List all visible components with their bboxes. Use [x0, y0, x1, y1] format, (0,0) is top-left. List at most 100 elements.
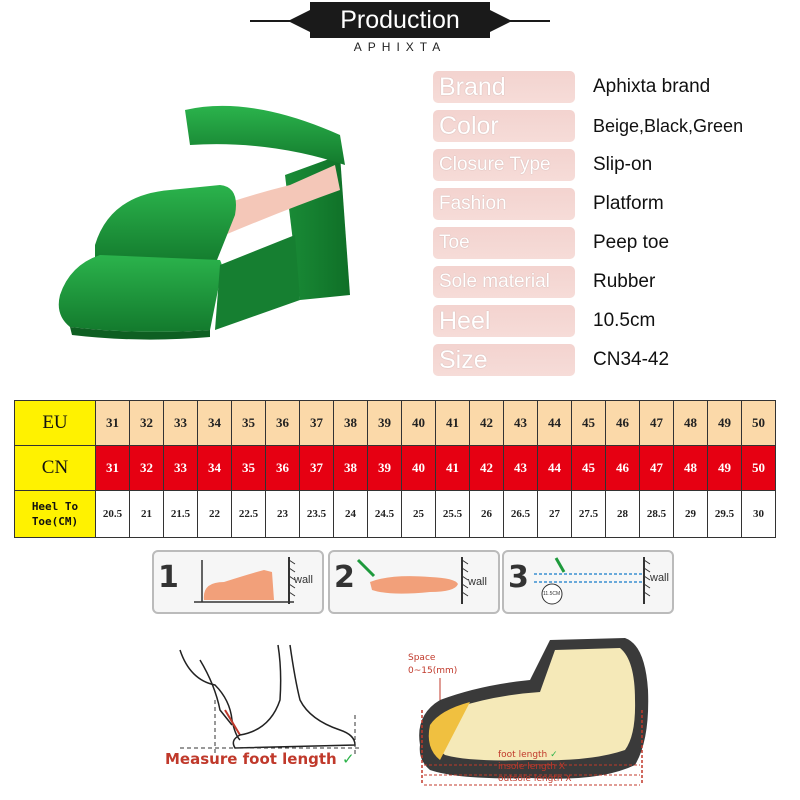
size-cell-cn: 43 [503, 445, 538, 491]
check-icon: ✓ [341, 750, 355, 768]
production-header: Production APHIXTA [0, 2, 800, 62]
size-cell-eu: 34 [197, 400, 232, 446]
insole-length-text: insole length [498, 762, 556, 772]
measure-foot-illustration [160, 640, 370, 780]
spec-row-toe: Toe Peep toe [433, 227, 793, 259]
spec-value: Peep toe [593, 232, 670, 253]
size-cell-cn: 45 [571, 445, 606, 491]
size-cell-heel_to_toe: 22 [197, 490, 232, 538]
spec-value: Platform [593, 193, 664, 214]
foot-length-text: foot length [498, 750, 548, 760]
size-cell-cn: 36 [265, 445, 300, 491]
size-cell-cn: 40 [401, 445, 436, 491]
spec-row-sole-material: Sole material Rubber [433, 266, 793, 298]
outsole-length-label: outsole length X [498, 774, 572, 784]
size-cell-heel_to_toe: 21 [129, 490, 164, 538]
step-2-foot-icon [356, 557, 469, 604]
step-1-foot-icon [194, 557, 296, 604]
size-cell-eu: 32 [129, 400, 164, 446]
heel-label-line-2: Toe(CM) [31, 515, 79, 528]
size-cell-heel_to_toe: 28.5 [639, 490, 674, 538]
wall-label: wall [468, 576, 487, 588]
size-cell-cn: 38 [333, 445, 368, 491]
size-cell-heel_to_toe: 26 [469, 490, 504, 538]
size-cell-heel_to_toe: 26.5 [503, 490, 538, 538]
size-cell-eu: 36 [265, 400, 300, 446]
measure-step-1: 1 wall [152, 550, 324, 614]
spec-label: Closure Type [433, 149, 575, 181]
size-cell-heel_to_toe: 23 [265, 490, 300, 538]
product-image-green-sandal [50, 95, 370, 355]
size-cell-heel_to_toe: 24 [333, 490, 368, 538]
header-subtitle: APHIXTA [353, 40, 447, 54]
step-number: 3 [508, 560, 529, 595]
spec-row-brand: Brand Aphixta brand [433, 71, 793, 103]
size-cell-cn: 31 [95, 445, 130, 491]
size-cell-heel_to_toe: 22.5 [231, 490, 266, 538]
insole-length-label: insole length X [498, 762, 565, 772]
size-cell-eu: 38 [333, 400, 368, 446]
size-cell-heel_to_toe: 20.5 [95, 490, 130, 538]
spec-label: Heel [433, 305, 575, 337]
size-cell-eu: 44 [537, 400, 572, 446]
size-cell-heel_to_toe: 29 [673, 490, 708, 538]
size-cell-cn: 44 [537, 445, 572, 491]
step-number: 1 [158, 560, 179, 595]
size-cell-heel_to_toe: 24.5 [367, 490, 402, 538]
size-cell-eu: 49 [707, 400, 742, 446]
size-cell-eu: 45 [571, 400, 606, 446]
size-cell-heel_to_toe: 27.5 [571, 490, 606, 538]
size-cell-eu: 37 [299, 400, 334, 446]
measure-step-2: 2 wall [328, 550, 500, 614]
size-cell-eu: 33 [163, 400, 198, 446]
size-cell-heel_to_toe: 25.5 [435, 490, 470, 538]
size-cell-heel_to_toe: 28 [605, 490, 640, 538]
spec-value: Aphixta brand [593, 76, 711, 97]
check-icon: ✓ [550, 750, 558, 760]
size-cell-cn: 37 [299, 445, 334, 491]
size-cell-cn: 49 [707, 445, 742, 491]
size-cell-heel_to_toe: 23.5 [299, 490, 334, 538]
size-cell-cn: 48 [673, 445, 708, 491]
step-3-note: 11.5CM [543, 591, 561, 597]
foot-length-label: foot length ✓ [498, 750, 558, 760]
space-range-label: 0~15(mm) [408, 666, 458, 676]
spec-label: Fashion [433, 188, 575, 220]
step-3-ruler-icon [534, 557, 651, 605]
size-cell-eu: 41 [435, 400, 470, 446]
size-cell-eu: 35 [231, 400, 266, 446]
spec-row-heel: Heel 10.5cm [433, 305, 793, 337]
measure-caption: Measure foot length ✓ [165, 750, 355, 768]
size-row-label-cn: CN [14, 445, 96, 491]
size-cell-cn: 42 [469, 445, 504, 491]
spec-row-closure-type: Closure Type Slip-on [433, 149, 793, 181]
size-cell-heel_to_toe: 29.5 [707, 490, 742, 538]
size-cell-heel_to_toe: 25 [401, 490, 436, 538]
size-cell-cn: 46 [605, 445, 640, 491]
size-cell-heel_to_toe: 30 [741, 490, 776, 538]
size-cell-eu: 50 [741, 400, 776, 446]
size-cell-eu: 43 [503, 400, 538, 446]
header-line-right [495, 20, 550, 22]
size-cell-eu: 47 [639, 400, 674, 446]
size-cell-eu: 46 [605, 400, 640, 446]
wall-label: wall [650, 572, 669, 584]
size-cell-eu: 31 [95, 400, 130, 446]
wall-label: wall [294, 574, 313, 586]
size-cell-cn: 35 [231, 445, 266, 491]
size-cell-heel_to_toe: 21.5 [163, 490, 198, 538]
header-title: Production [310, 2, 490, 38]
spec-row-size: Size CN34-42 [433, 344, 793, 376]
size-row-label-heel-to-toe: Heel To Toe(CM) [14, 490, 96, 538]
heel-label-line-1: Heel To [31, 500, 79, 513]
size-cell-cn: 34 [197, 445, 232, 491]
measure-caption-text: Measure foot length [165, 750, 337, 768]
size-cell-cn: 39 [367, 445, 402, 491]
spec-value: 10.5cm [593, 310, 656, 331]
step-number: 2 [334, 560, 355, 595]
header-line-left [250, 20, 305, 22]
